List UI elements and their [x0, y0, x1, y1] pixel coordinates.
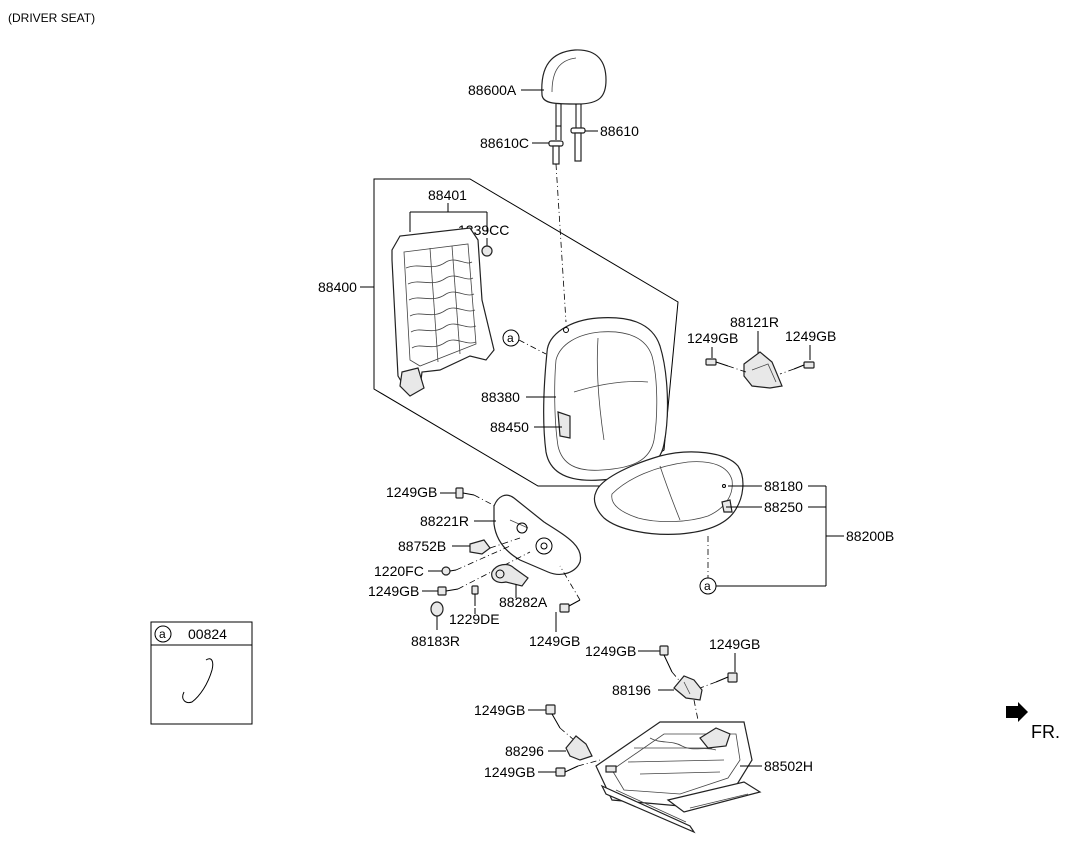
bolt-1249GB-g [555, 765, 579, 777]
callout-a-cushion [699, 577, 717, 595]
label-88282A: 88282A [499, 594, 548, 610]
callout-a-seatback-letter: a [507, 331, 514, 345]
side-shield-88221R [493, 494, 582, 575]
legend-part-number: 00824 [188, 626, 227, 642]
screw-1229DE [471, 585, 479, 606]
label-1249GB-d: 1249GB [585, 643, 636, 659]
label-88610: 88610 [600, 123, 639, 139]
label-1249GB-a: 1249GB [386, 484, 437, 500]
label-88400: 88400 [318, 279, 357, 295]
label-1249GB-r2: 1249GB [785, 328, 836, 344]
label-88180: 88180 [764, 478, 803, 494]
legend-box [150, 621, 253, 725]
label-88380: 88380 [481, 389, 520, 405]
bracket-88196 [673, 675, 703, 701]
headrest-guide-88610C [548, 140, 564, 165]
label-88502H: 88502H [764, 758, 813, 774]
callout-a-seatback [502, 329, 520, 347]
label-88200B: 88200B [846, 528, 894, 544]
label-88296: 88296 [505, 743, 544, 759]
label-1249GB-c: 1249GB [529, 633, 580, 649]
bolt-1249GB-r2 [793, 361, 815, 370]
label-1220FC: 1220FC [374, 563, 424, 579]
front-direction-arrow-icon [1006, 702, 1028, 722]
seat-back-frame-88401 [391, 227, 495, 397]
bolt-1249GB-f [545, 704, 561, 729]
bolt-1249GB-d [659, 645, 673, 673]
seat-cushion-88180 [593, 451, 744, 535]
bracket-88296 [565, 735, 593, 761]
bolt-1249GB-b [437, 586, 459, 596]
label-88196: 88196 [612, 682, 651, 698]
lever-cover-88752B [469, 539, 491, 555]
headrest-guide-88610 [570, 127, 586, 162]
label-1249GB-f: 1249GB [474, 702, 525, 718]
lever-knob-88282A [491, 563, 529, 587]
bolt-1249GB-a [455, 487, 475, 499]
label-88221R: 88221R [420, 513, 469, 529]
clip-1220FC [441, 566, 457, 576]
callout-a-cushion-letter: a [704, 579, 711, 593]
bolt-1249GB-r1 [705, 358, 729, 367]
label-88600A: 88600A [468, 82, 517, 98]
label-1249GB-b: 1249GB [368, 583, 419, 599]
label-1249GB-r1: 1249GB [687, 330, 738, 346]
label-88183R: 88183R [411, 633, 460, 649]
legend-letter-circle [154, 625, 172, 643]
label-88610C: 88610C [480, 135, 529, 151]
seat-back-cushion-88380 [543, 317, 669, 481]
bolt-1249GB-c [559, 599, 581, 613]
label-88401: 88401 [428, 187, 467, 203]
seat-track-88502H [595, 721, 762, 834]
label-1249GB-e: 1249GB [709, 636, 760, 652]
cap-88183R [430, 601, 444, 617]
headrest-part [541, 49, 607, 140]
label-88450: 88450 [490, 419, 529, 435]
diagram-title: (DRIVER SEAT) [8, 11, 95, 25]
front-direction-label: FR. [1031, 722, 1060, 742]
label-1229DE: 1229DE [449, 611, 500, 627]
label-1249GB-g: 1249GB [484, 764, 535, 780]
bolt-1249GB-e [715, 672, 738, 683]
label-88121R: 88121R [730, 314, 779, 330]
side-cover-88121R [743, 351, 783, 389]
legend-letter: a [159, 627, 166, 641]
label-88250: 88250 [764, 499, 803, 515]
nut-1339CC [481, 245, 493, 257]
label-88752B: 88752B [398, 538, 446, 554]
